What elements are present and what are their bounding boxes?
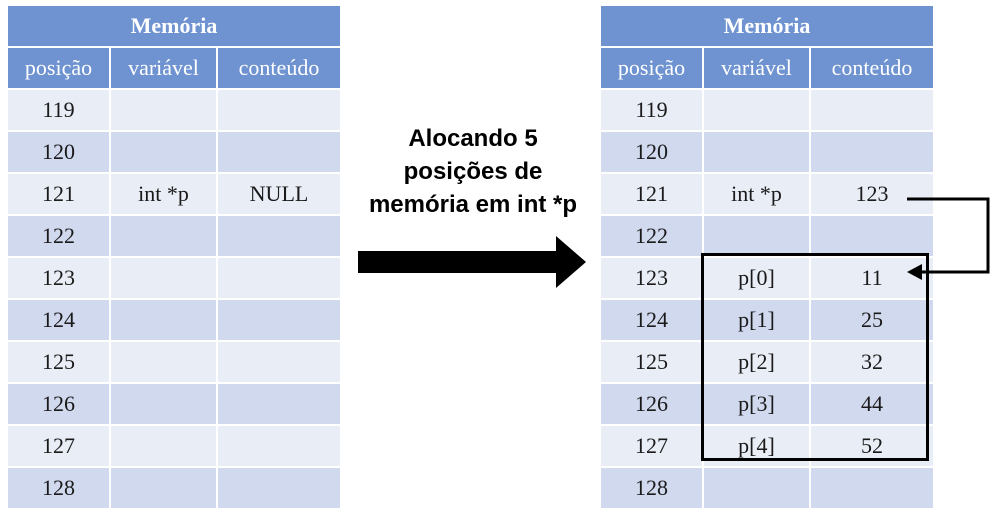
cell-position: 128 [601, 467, 704, 510]
cell-position: 128 [8, 467, 111, 510]
cell-variable: p[1] [703, 299, 811, 342]
cell-position: 122 [8, 215, 111, 258]
table-row: 126 [8, 383, 341, 426]
cell-variable [703, 215, 811, 258]
table-row: 119 [601, 89, 934, 132]
table-row: 128 [8, 467, 341, 510]
cell-position: 119 [8, 89, 111, 132]
cell-variable: int *p [110, 173, 218, 216]
cell-content [217, 131, 341, 174]
cell-position: 120 [8, 131, 111, 174]
table-row: 119 [8, 89, 341, 132]
cell-content [217, 215, 341, 258]
cell-position: 127 [601, 425, 704, 468]
table-row: 123 [8, 257, 341, 300]
cell-variable [110, 425, 218, 468]
cell-position: 126 [601, 383, 704, 426]
table-title: Memória [601, 6, 934, 48]
cell-content [810, 131, 934, 174]
cell-content [217, 257, 341, 300]
cell-variable [110, 89, 218, 132]
cell-position: 121 [8, 173, 111, 216]
table-row: 124 [8, 299, 341, 342]
cell-content: 32 [810, 341, 934, 384]
caption-line: posições de [403, 158, 543, 185]
cell-variable: p[2] [703, 341, 811, 384]
cell-content [217, 383, 341, 426]
table-row: 126 p[3] 44 [601, 383, 934, 426]
table-row: 122 [8, 215, 341, 258]
table-row: 121 int *p 123 [601, 173, 934, 216]
cell-variable: p[3] [703, 383, 811, 426]
column-header-variable: variável [703, 47, 811, 90]
table-row: 125 [8, 341, 341, 384]
cell-position: 124 [601, 299, 704, 342]
cell-variable [110, 467, 218, 510]
cell-content: 123 [810, 173, 934, 216]
cell-position: 123 [601, 257, 704, 300]
cell-position: 125 [8, 341, 111, 384]
column-header-position: posição [8, 47, 111, 90]
cell-variable [110, 215, 218, 258]
column-header-position: posição [601, 47, 704, 90]
table-row: 120 [601, 131, 934, 174]
table-row: 124 p[1] 25 [601, 299, 934, 342]
cell-variable [110, 131, 218, 174]
cell-content [810, 89, 934, 132]
cell-position: 120 [601, 131, 704, 174]
table-row: 128 [601, 467, 934, 510]
operation-caption: Alocando 5 posições de memória em int *p [355, 122, 591, 221]
cell-content [217, 341, 341, 384]
cell-content: 44 [810, 383, 934, 426]
caption-line: memória em int *p [368, 191, 578, 218]
table-row: 127 p[4] 52 [601, 425, 934, 468]
memory-table-after: Memória posição variável conteúdo 119 12… [601, 6, 934, 510]
cell-content [217, 467, 341, 510]
cell-variable [110, 383, 218, 426]
cell-position: 127 [8, 425, 111, 468]
cell-content [810, 467, 934, 510]
right-arrow-icon [358, 236, 586, 288]
cell-position: 123 [8, 257, 111, 300]
cell-variable [703, 467, 811, 510]
table-row: 123 p[0] 11 [601, 257, 934, 300]
table-row: 120 [8, 131, 341, 174]
cell-position: 126 [8, 383, 111, 426]
cell-variable [703, 131, 811, 174]
table-row: 125 p[2] 32 [601, 341, 934, 384]
cell-variable [703, 89, 811, 132]
cell-content [810, 215, 934, 258]
cell-variable [110, 257, 218, 300]
cell-position: 119 [601, 89, 704, 132]
cell-content: 25 [810, 299, 934, 342]
cell-content [217, 425, 341, 468]
cell-variable: int *p [703, 173, 811, 216]
table-row: 121 int *p NULL [8, 173, 341, 216]
pointer-arrow-icon [907, 197, 990, 280]
cell-content [217, 89, 341, 132]
cell-variable [110, 341, 218, 384]
cell-position: 122 [601, 215, 704, 258]
table-row: 122 [601, 215, 934, 258]
cell-position: 121 [601, 173, 704, 216]
cell-position: 125 [601, 341, 704, 384]
caption-line: Alocando 5 [408, 125, 538, 152]
cell-content: NULL [217, 173, 341, 216]
cell-content: 52 [810, 425, 934, 468]
cell-variable [110, 299, 218, 342]
memory-table-before: Memória posição variável conteúdo 119 12… [8, 6, 341, 510]
column-header-content: conteúdo [810, 47, 934, 90]
table-title: Memória [8, 6, 341, 48]
column-header-content: conteúdo [217, 47, 341, 90]
cell-position: 124 [8, 299, 111, 342]
cell-content: 11 [810, 257, 934, 300]
table-row: 127 [8, 425, 341, 468]
cell-variable: p[4] [703, 425, 811, 468]
cell-variable: p[0] [703, 257, 811, 300]
cell-content [217, 299, 341, 342]
column-header-variable: variável [110, 47, 218, 90]
